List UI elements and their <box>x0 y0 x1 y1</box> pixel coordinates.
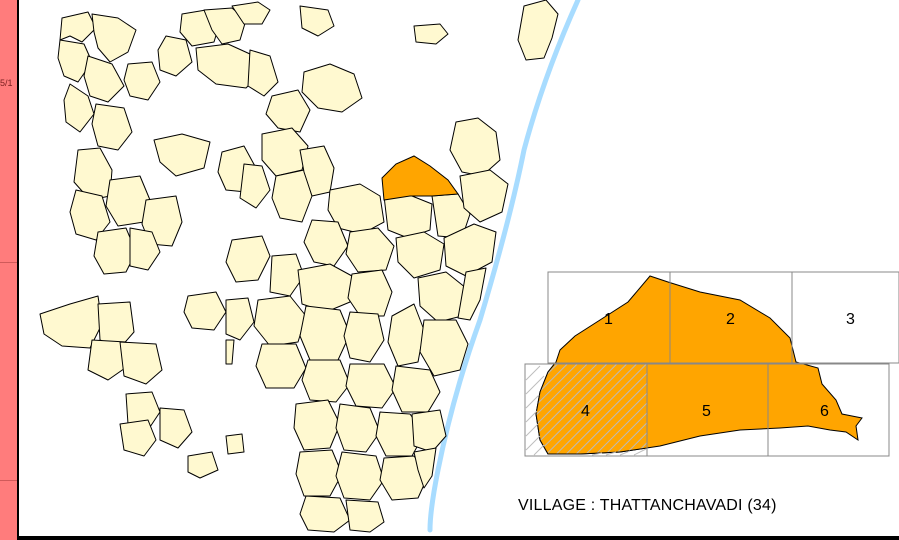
village-polygon[interactable] <box>63 83 95 133</box>
village-polygon[interactable] <box>335 451 385 501</box>
side-panel: 5/1 <box>0 0 19 540</box>
village-polygon[interactable] <box>299 495 351 533</box>
village-polygon[interactable] <box>187 451 219 479</box>
village-polygon[interactable] <box>91 13 137 63</box>
village-polygon[interactable] <box>225 235 271 283</box>
village-polygon[interactable] <box>83 55 125 103</box>
village-polygon[interactable] <box>345 499 385 533</box>
side-panel-divider <box>0 262 17 263</box>
village-polygon[interactable] <box>297 263 353 313</box>
village-polygon[interactable] <box>57 39 93 83</box>
village-polygon[interactable] <box>345 363 397 409</box>
village-polygon[interactable] <box>335 403 381 453</box>
grid-cell-label-4: 4 <box>581 403 590 420</box>
village-polygon[interactable] <box>301 359 351 403</box>
index-grid: 1 2 3 4 5 6 <box>524 271 899 457</box>
village-polygon[interactable] <box>299 305 351 361</box>
village-polygon[interactable] <box>253 295 307 347</box>
village-polygon[interactable] <box>347 269 393 317</box>
village-polygon[interactable] <box>225 297 255 341</box>
village-polygon[interactable] <box>411 409 447 453</box>
village-polygon[interactable] <box>301 63 363 113</box>
village-polygon[interactable] <box>125 391 161 431</box>
village-polygon[interactable] <box>231 1 271 25</box>
village-polygon[interactable] <box>517 0 559 61</box>
coastline <box>427 0 581 533</box>
village-polygon[interactable] <box>59 11 97 43</box>
village-polygon[interactable] <box>387 303 425 367</box>
village-polygon[interactable] <box>383 195 433 239</box>
village-polygon[interactable] <box>413 23 449 45</box>
village-polygon[interactable] <box>225 433 245 455</box>
village-polygon[interactable] <box>91 103 133 151</box>
village-polygon[interactable] <box>119 419 157 457</box>
grid-cell-label-1: 1 <box>604 311 613 328</box>
village-polygon[interactable] <box>343 311 385 363</box>
village-polygon[interactable] <box>395 231 445 279</box>
village-polygon[interactable] <box>123 61 161 101</box>
village-polygon[interactable] <box>457 267 487 321</box>
village-polygon[interactable] <box>119 341 163 385</box>
village-polygon[interactable] <box>69 189 111 241</box>
village-polygon[interactable] <box>299 5 335 37</box>
grid-cell-label-2: 2 <box>726 311 735 328</box>
village-polygon[interactable] <box>153 133 211 177</box>
village-polygon[interactable] <box>293 399 341 451</box>
village-polygon[interactable] <box>247 49 279 97</box>
village-polygon[interactable] <box>129 227 161 271</box>
village-caption: VILLAGE : THATTANCHAVADI (34) <box>518 497 777 514</box>
village-polygon[interactable] <box>269 253 305 297</box>
side-panel-label: 5/1 <box>0 78 13 88</box>
village-polygon[interactable] <box>93 227 137 275</box>
grid-cell-label-6: 6 <box>820 403 829 420</box>
village-polygon[interactable] <box>379 455 429 501</box>
village-polygon[interactable] <box>255 343 307 389</box>
village-polygon[interactable] <box>97 301 135 349</box>
side-panel-divider <box>0 480 17 481</box>
village-polygon[interactable] <box>157 35 193 77</box>
cell-4-hatch-lines <box>525 365 647 456</box>
village-polygon[interactable] <box>159 407 193 449</box>
village-polygon[interactable] <box>203 7 247 45</box>
village-polygon[interactable] <box>449 117 501 177</box>
village-polygon[interactable] <box>39 295 103 349</box>
bottom-border <box>19 536 899 540</box>
village-polygon[interactable] <box>419 319 469 377</box>
grid-lines <box>524 271 899 457</box>
village-polygon[interactable] <box>443 223 497 277</box>
village-polygon[interactable] <box>265 89 311 133</box>
village-polygon[interactable] <box>459 169 509 223</box>
village-polygon[interactable] <box>295 449 343 497</box>
village-polygon[interactable] <box>345 227 395 273</box>
village-polygon[interactable] <box>413 447 437 489</box>
village-boundaries <box>39 0 559 533</box>
village-polygon[interactable] <box>225 339 235 365</box>
village-polygon[interactable] <box>239 163 271 209</box>
village-outline-hatched <box>535 364 647 455</box>
village-polygon[interactable] <box>327 183 385 235</box>
grid-cell-label-3: 3 <box>846 311 855 328</box>
village-polygon[interactable] <box>183 291 227 331</box>
grid-cell-label-5: 5 <box>702 403 711 420</box>
highlighted-village[interactable] <box>381 155 459 201</box>
